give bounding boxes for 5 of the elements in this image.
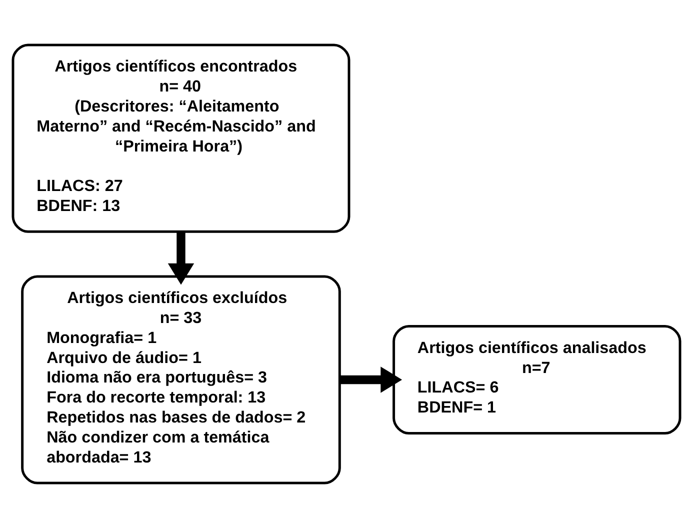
arrow bbox=[340, 366, 402, 392]
node-box: Artigos científicos encontrados n= 40 (Descritores: “Aleitamento Materno” and “Recém-Nascido” and “Primeira Hora”) LILACS: 27 BDENF: 13 bbox=[12, 43, 350, 232]
node-box: Artigos científicos analisados n=7 LILACS= 6 BDENF= 1 bbox=[392, 324, 682, 434]
arrow bbox=[168, 231, 194, 284]
node-box: Artigos científicos excluídos n= 33 Monografia= 1 Arquivo de áudio= 1 Idioma não era português= 3 Fora do recorte temporal: 13 Repetidos nas bases de dados= 2 Não condizer com a temática abordada= 13 bbox=[21, 274, 341, 484]
